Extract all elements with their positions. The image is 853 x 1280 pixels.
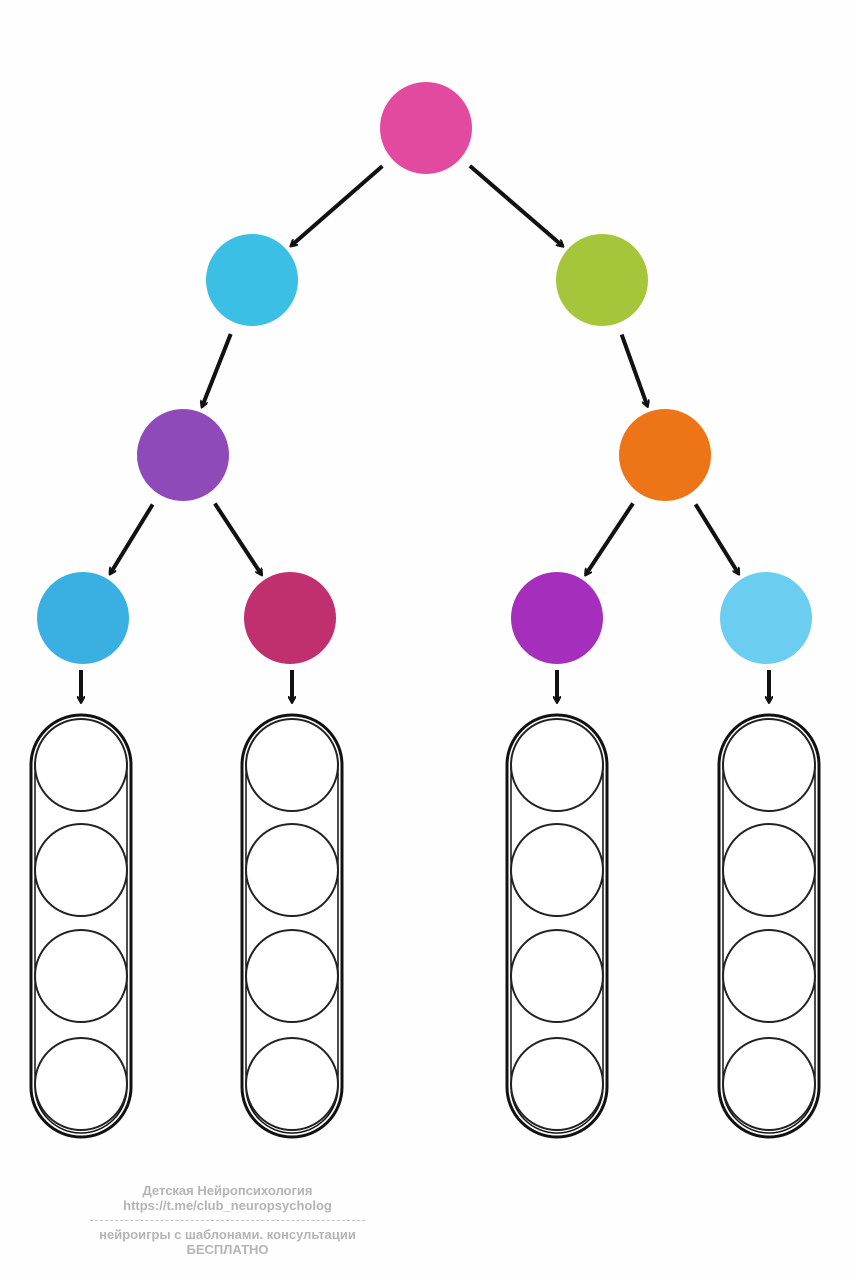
arrow-l2-left-to-l3-2 <box>213 502 264 574</box>
watermark-free: БЕСПЛАТНО <box>186 1242 269 1257</box>
watermark-divider <box>90 1220 365 1221</box>
empty-slot[interactable] <box>34 718 128 812</box>
empty-slot[interactable] <box>722 929 816 1023</box>
empty-slot[interactable] <box>510 823 604 917</box>
empty-slot[interactable] <box>34 1037 128 1131</box>
node-l1-right <box>556 234 648 326</box>
empty-slot[interactable] <box>510 1037 604 1131</box>
empty-slot[interactable] <box>245 929 339 1023</box>
column-capsule-4 <box>717 713 821 1139</box>
column-capsule-1 <box>29 713 133 1139</box>
empty-slot[interactable] <box>245 718 339 812</box>
arrow-l1-right-to-l2-right <box>619 333 648 407</box>
node-l1-left <box>206 234 298 326</box>
watermark-title: Детская Нейропсихология <box>142 1183 313 1198</box>
node-l2-left <box>137 409 229 501</box>
empty-slot[interactable] <box>722 823 816 917</box>
node-l2-right <box>619 409 711 501</box>
node-l3-4 <box>720 572 812 664</box>
arrow-root-to-l1-left <box>291 164 384 246</box>
arrow-l2-right-to-l3-4 <box>693 503 741 573</box>
watermark-link: https://t.me/club_neuropsycholog <box>123 1198 332 1213</box>
watermark-top: Детская Нейропсихология https://t.me/clu… <box>90 1183 365 1213</box>
arrow-root-to-l1-right <box>468 164 563 246</box>
arrow-l1-left-to-l2-left <box>202 333 233 407</box>
empty-slot[interactable] <box>510 718 604 812</box>
watermark-bottom: нейроигры с шаблонами. консультации БЕСП… <box>90 1227 365 1257</box>
column-capsule-2 <box>240 713 344 1139</box>
empty-slot[interactable] <box>34 929 128 1023</box>
empty-slot[interactable] <box>245 1037 339 1131</box>
node-l3-1 <box>37 572 129 664</box>
node-l3-2 <box>244 572 336 664</box>
empty-slot[interactable] <box>722 718 816 812</box>
column-capsule-3 <box>505 713 609 1139</box>
empty-slot[interactable] <box>245 823 339 917</box>
empty-slot[interactable] <box>34 823 128 917</box>
watermark-tagline: нейроигры с шаблонами. консультации <box>99 1227 356 1242</box>
node-l3-3 <box>511 572 603 664</box>
arrow-l2-left-to-l3-1 <box>108 503 155 573</box>
node-root <box>380 82 472 174</box>
empty-slot[interactable] <box>510 929 604 1023</box>
arrow-l2-right-to-l3-3 <box>584 502 635 574</box>
empty-slot[interactable] <box>722 1037 816 1131</box>
